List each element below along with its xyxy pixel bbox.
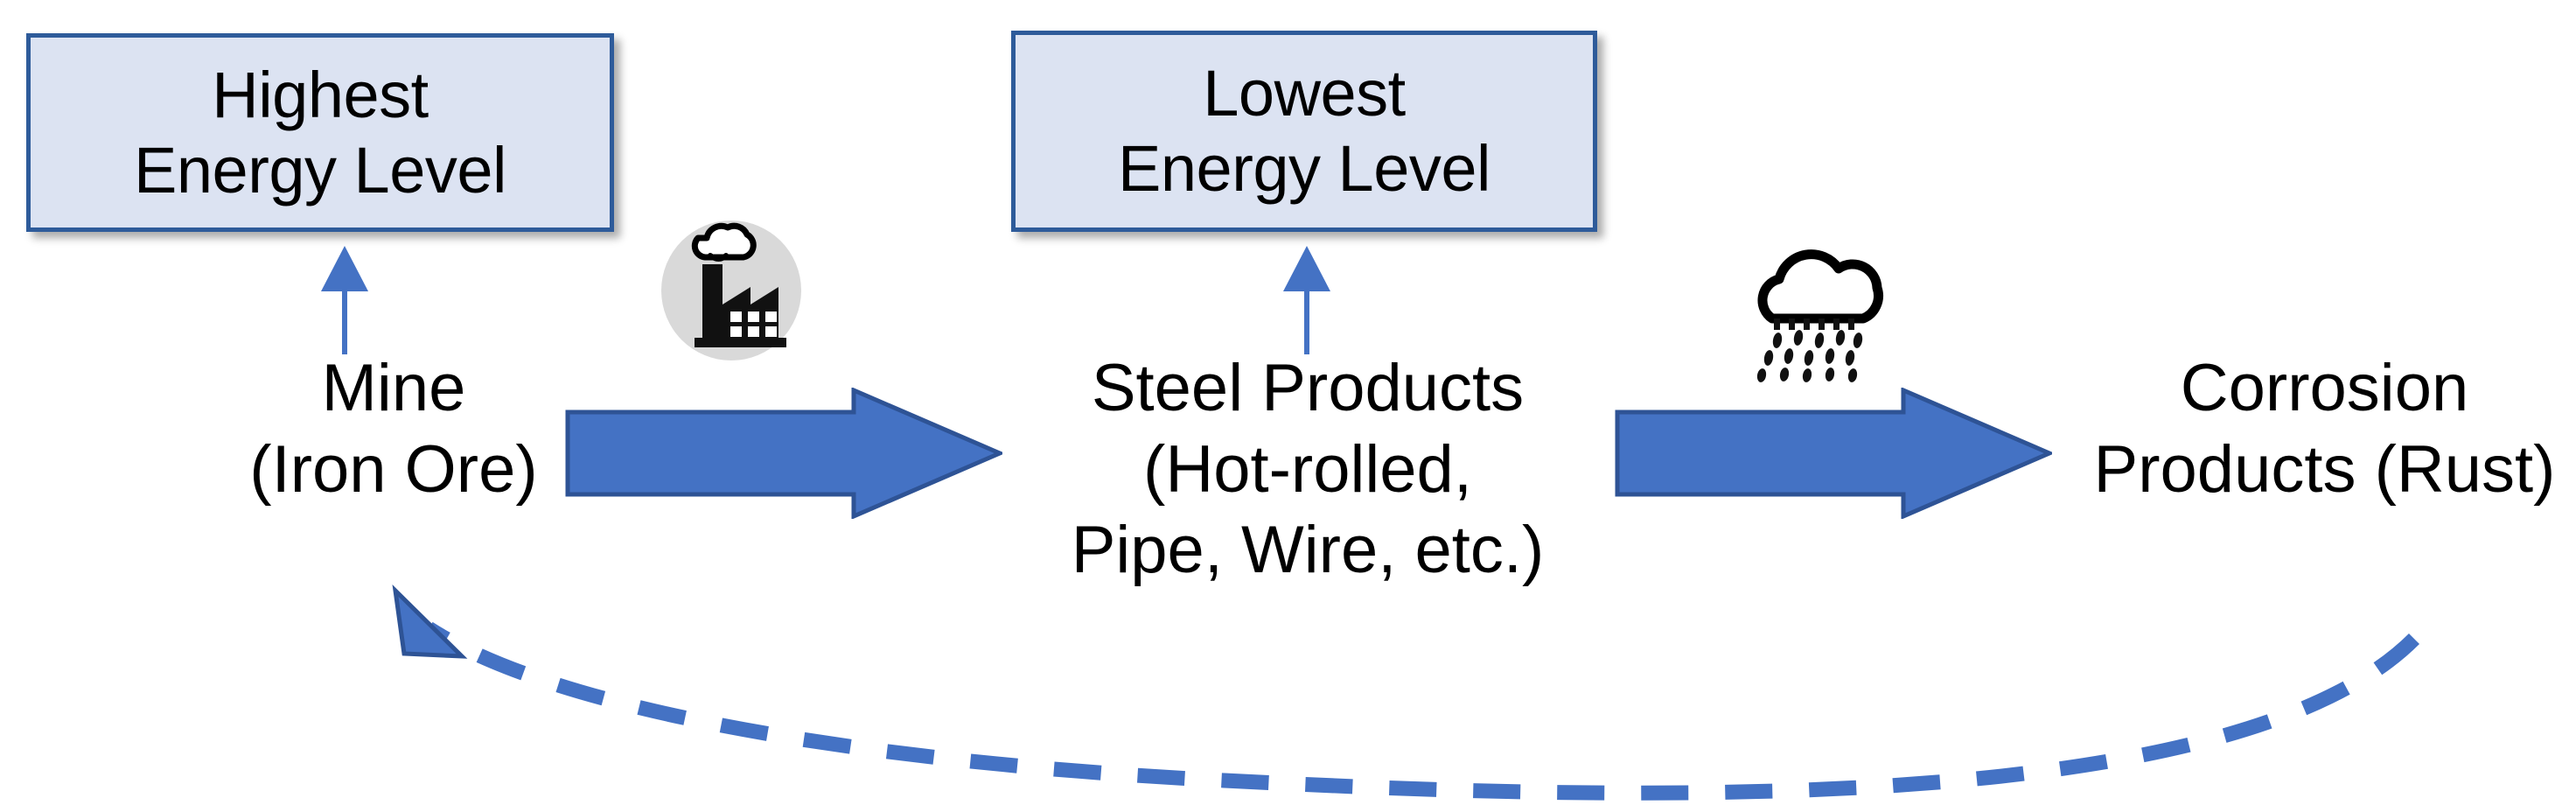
highest-energy-level-line1: Highest [212,58,429,131]
stage-label-corrosion-products: Corrosion Products (Rust) [2073,348,2576,510]
stage-label-steel-line2: (Hot-rolled, [1143,431,1472,507]
stage-label-corrosion-line2: Products (Rust) [2093,431,2556,507]
arrow-up-steel-to-lowest-energy-icon [1283,246,1330,354]
stage-label-steel-line3: Pipe, Wire, etc.) [1071,513,1545,588]
stage-label-mine: Mine (Iron Ore) [157,348,630,510]
arrow-steel-products-to-corrosion [1615,388,2052,519]
stage-label-steel-line1: Steel Products [1091,351,1525,425]
rain-cloud-icon [1756,249,1883,382]
stage-label-mine-line1: Mine [321,351,466,425]
arrow-up-mine-to-highest-energy-icon [321,246,368,354]
recycle-return-curve [392,584,2420,801]
lowest-energy-level-line1: Lowest [1203,57,1406,130]
lowest-energy-level-line2: Energy Level [1118,132,1490,205]
lowest-energy-level-box: Lowest Energy Level [1011,31,1597,232]
arrow-mine-to-steel-products [565,388,1002,519]
stage-label-steel-products: Steel Products (Hot-rolled, Pipe, Wire, … [1023,348,1592,592]
stage-label-corrosion-line1: Corrosion [2180,351,2469,425]
highest-energy-level-box: Highest Energy Level [26,33,614,232]
factory-icon [661,220,801,360]
highest-energy-level-line2: Energy Level [134,133,506,206]
stage-label-mine-line2: (Iron Ore) [249,431,538,507]
